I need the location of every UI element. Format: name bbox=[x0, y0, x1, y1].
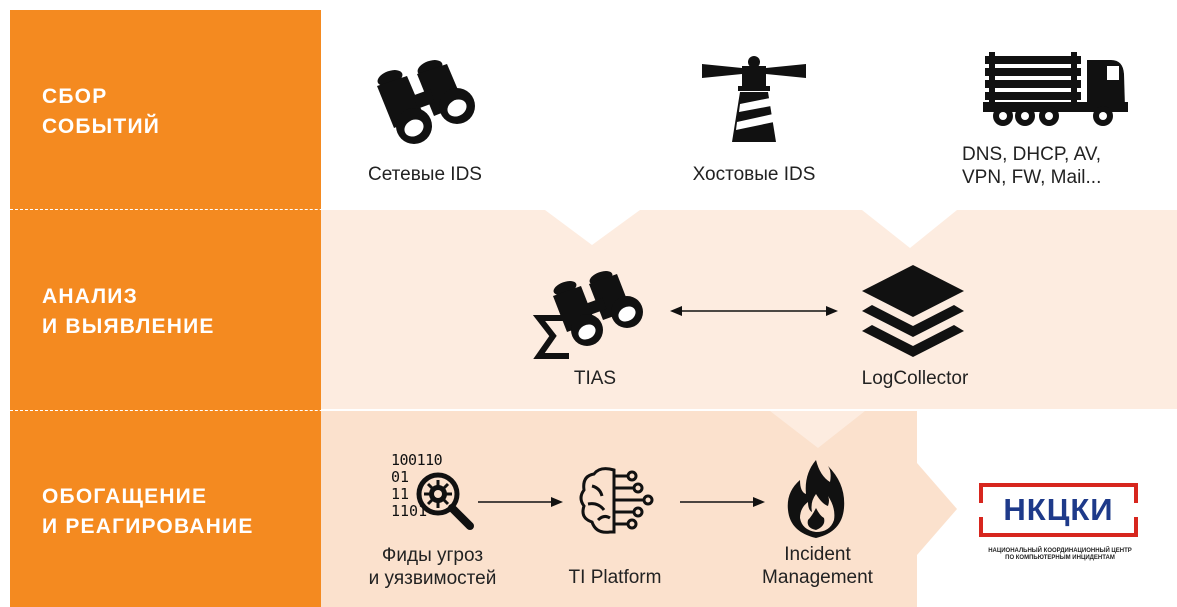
ti-platform-label: TI Platform bbox=[568, 567, 662, 588]
chevron-logcollector bbox=[770, 411, 865, 448]
nkcki-logo: НКЦКИ bbox=[981, 485, 1136, 535]
incident-management-label: Incident Management bbox=[762, 544, 873, 588]
magnifier-icon bbox=[416, 472, 474, 530]
layers-icon bbox=[862, 265, 964, 357]
stage-title-analysis: АНАЛИЗ И ВЫЯВЛЕНИЕ bbox=[42, 285, 215, 338]
chevron-enrichment-out bbox=[917, 463, 957, 555]
tias-icon bbox=[532, 271, 643, 359]
arrow-feeds-to-ti bbox=[478, 497, 563, 507]
network-ids-label: Сетевые IDS bbox=[368, 164, 482, 185]
logo-subtitle: НАЦИОНАЛЬНЫЙ КООРДИНАЦИОННЫЙ ЦЕНТР ПО КО… bbox=[988, 548, 1132, 561]
chevron-network-ids bbox=[545, 210, 640, 245]
nkcki-logo-frame bbox=[979, 483, 1138, 537]
logo-name: НКЦКИ bbox=[1003, 492, 1114, 527]
threat-feed-icon: 100110 01 11 1101 bbox=[388, 452, 478, 537]
row-divider-2 bbox=[10, 410, 1177, 411]
brain-circuit-icon bbox=[579, 467, 654, 534]
other-sources-label: DNS, DHCP, AV, VPN, FW, Mail... bbox=[962, 144, 1102, 188]
binary-line: 01 bbox=[391, 468, 410, 486]
binary-line: 1101 bbox=[391, 502, 428, 520]
binoculars-icon bbox=[377, 60, 475, 144]
binary-line: 100110 bbox=[391, 451, 443, 469]
tias-label: TIAS bbox=[573, 368, 617, 389]
flame-icon bbox=[787, 460, 845, 538]
arrow-ti-to-incident bbox=[680, 497, 765, 507]
chevron-other-sources bbox=[862, 210, 957, 248]
stage-title-collection: СБОР СОБЫТИЙ bbox=[42, 85, 161, 138]
logcollector-label: LogCollector bbox=[861, 368, 969, 389]
binary-line: 11 bbox=[391, 485, 410, 503]
bidirectional-arrow bbox=[670, 306, 838, 316]
stage-title-enrichment: ОБОГАЩЕНИЕ И РЕАГИРОВАНИЕ bbox=[42, 485, 254, 538]
log-truck-icon bbox=[983, 52, 1128, 126]
row-divider-1 bbox=[10, 209, 1177, 210]
lighthouse-icon bbox=[702, 56, 806, 142]
host-ids-label: Хостовые IDS bbox=[692, 164, 816, 185]
stage-column bbox=[10, 10, 321, 607]
threat-feeds-label: Фиды угроз и уязвимостей bbox=[368, 545, 497, 589]
analysis-band bbox=[321, 210, 1177, 409]
